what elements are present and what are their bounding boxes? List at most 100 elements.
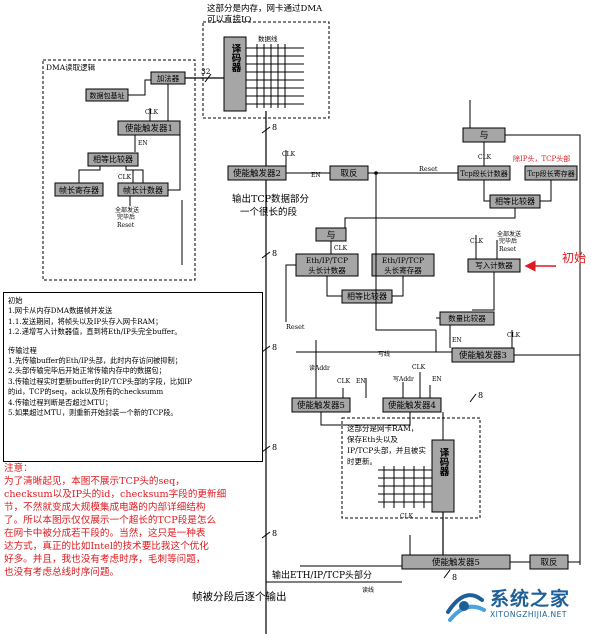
register-to-comparator-wire: [78, 166, 101, 183]
bus-width-8-d: 8: [272, 443, 277, 452]
caution-line-6: 达方式，真正的比如Intel的技术要比我这个优化: [4, 541, 209, 552]
counter-feedback-wire: [168, 128, 181, 191]
watermark-subtitle: XITONGZHIJIA.NET: [490, 610, 567, 619]
adder-label: 加法器: [157, 73, 180, 83]
packet-base-label: 数据包基址: [90, 91, 125, 100]
header-register-to-comparator-wire: [392, 276, 404, 297]
seg-counter-to-comparator-wire: [483, 180, 490, 202]
clk-ff5: CLK: [337, 378, 351, 385]
bus-width-marks: [261, 126, 271, 539]
enable-flipflop-1-label: 使能触发器1: [125, 123, 173, 134]
comparator2-to-and2-wire: [344, 208, 516, 228]
enable-flipflop-4-label: 使能触发器4: [388, 400, 436, 411]
annotation-init-line-3: 1.2.递增写入计数器值，直到将Eth/IP头完全buffer。: [8, 327, 182, 337]
eth-header-counter-line-1: Eth/IP/TCP: [306, 256, 348, 265]
output-tcp-line-1: 输出TCP数据部分: [232, 193, 309, 205]
clk-ff3: CLK: [507, 332, 521, 339]
all-sent-reset-1: 全部发送: [115, 206, 139, 214]
bus-width-8-g: 8: [452, 573, 457, 582]
clk-write-counter: CLK: [470, 238, 484, 245]
nic-ram-region: [341, 417, 481, 519]
frame-counter-label: 帧长计数器: [123, 185, 163, 195]
invert-label-2: 取反: [540, 557, 557, 568]
all-sent-reset-3: Reset: [117, 222, 135, 229]
output-eth-label: 输出ETH/IP/TCP头部分: [272, 569, 372, 581]
reset-label-1: Reset: [419, 165, 438, 173]
annotation-process-line-5: 4.传输过程判断是否超过MTU；: [8, 397, 113, 407]
annotation-process-line-2: 2.头部传输完毕后开始正常传输内存中的数据包；: [8, 366, 166, 376]
en-ff4: EN: [432, 376, 442, 383]
caution-line-5: 在网卡中被分成若干段的。当然，这只是一种表: [4, 528, 206, 539]
invert-label-1: 取反: [340, 168, 357, 179]
reset-left-wire: [285, 264, 296, 322]
clk-counter: CLK: [118, 174, 132, 181]
all-sent-reset-2: 完毕后: [117, 213, 135, 221]
read-addr-label: 读Addr: [309, 364, 330, 372]
equal-comparator-1: [87, 152, 139, 167]
ff5-bus-mark: [443, 569, 451, 579]
en-ff2: EN: [311, 172, 321, 179]
bus-width-8-f: 8: [478, 391, 483, 400]
memory-note-line-2: 可以直接IO: [207, 14, 251, 25]
ff45-wires: [315, 254, 440, 426]
enable-flipflop-3-label: 使能触发器3: [459, 350, 507, 361]
frame-output-label: 帧被分段后逐个输出: [192, 590, 287, 603]
annotation-init-line-1: 1.网卡从内存DMA数据帧并发送: [8, 306, 113, 316]
except-note: 除IP头，TCP头部: [513, 154, 570, 163]
read-line-label: 读线: [362, 586, 374, 594]
bus-width-32: 32: [201, 67, 211, 76]
watermark-logo-icon: [446, 593, 486, 622]
clk-ff5b: CLK: [400, 513, 414, 520]
junction-1: [374, 171, 378, 175]
annotation-process-heading: 传输过程: [8, 345, 37, 355]
counter-to-comparator-wire: [125, 166, 144, 183]
seg-register-to-comparator-wire: [540, 180, 552, 202]
annotation-process-line-1: 1.先传输buffer的Eth/IP头部，此时内存访问被抑制；: [8, 356, 182, 366]
tcp-seg-counter-label: Tcp段长计数器: [460, 169, 508, 178]
bus-32-mark: [204, 73, 212, 83]
nic-ram-note-1: 这部分是网卡RAM，: [347, 423, 418, 433]
frame-length-register-label: 帧长寄存器: [59, 185, 99, 195]
bus-width-8-b: 8: [272, 249, 277, 258]
nic-ram-note-3: IP/TCP头部，并且被实: [347, 445, 426, 455]
caution-note: 注意： 为了清晰起见，本图不展示TCP头的seq， checksum以及IP头的…: [4, 462, 266, 579]
decoder-1: [223, 36, 247, 112]
clk-ff1: CLK: [145, 109, 159, 116]
en-ff5: EN: [356, 378, 366, 385]
write-counter-label: 写入计数器: [475, 260, 513, 270]
bus-width-8-c: 8: [272, 343, 277, 352]
data-line-label: 数据线: [258, 34, 278, 43]
enable-flipflop-5-a-label: 使能触发器5: [297, 400, 345, 411]
enable-flipflop-2-label: 使能触发器2: [233, 168, 281, 179]
bus-width-8-a: 8: [272, 123, 277, 132]
write-line-label: 写线: [378, 350, 390, 358]
annotation-process-line-4: 的id，TCP的seq，ack以及所有的checksumm: [8, 387, 164, 397]
en-quantity: EN: [452, 337, 462, 344]
all-sent-reset-5: 完毕后: [499, 237, 517, 245]
nic-ram-note-4: 时更新。: [347, 456, 377, 466]
caution-line-8: 也没有考虑总线时序问题。: [4, 567, 120, 578]
initial-label: 初始: [562, 251, 586, 265]
decoder-2-label: 译码器: [438, 447, 451, 477]
eth-header-counter-line-2: 头长计数器: [308, 265, 346, 275]
decoder-1-data-lines: [246, 44, 304, 108]
eth-header-register-line-1: Eth/IP/TCP: [382, 256, 424, 265]
dma-region: [42, 59, 196, 281]
watermark: 系统之家 XITONGZHIJIA.NET: [442, 580, 598, 630]
write-counter-down-wire: [472, 272, 495, 311]
caution-line-2: checksum以及IP头的id，checksum字段的更新细: [4, 489, 227, 500]
memory-note-line-1: 这部分是内存，网卡通过DMA: [207, 3, 323, 14]
enable-flipflop-5-b-label: 使能触发器5: [432, 557, 480, 568]
and1-feedback-wire: [505, 134, 581, 180]
watermark-title: 系统之家: [490, 588, 571, 610]
nic-ram-note-2: 保存Eth头以及: [347, 434, 398, 444]
annotation-box: 初始 1.网卡从内存DMA数据帧并发送 1.1.发送期间，将帧头以及IP头存入网…: [3, 292, 263, 462]
equal-comparator-3-label: 相等比较器: [347, 291, 387, 301]
annotation-process-line-6: 5.如果超过MTU，则重新开始封装一个新的TCP段。: [8, 408, 178, 418]
en-ff1: EN: [138, 140, 148, 147]
output-tcp-line-2: 一个很长的段: [240, 206, 298, 218]
base-to-adder-wire: [128, 79, 151, 96]
and-gate-1-label: 与: [479, 130, 488, 141]
all-sent-reset-6: Reset: [499, 246, 517, 253]
caution-line-3: 节，不然就变成大规模集成电路的内部详细结构: [4, 502, 206, 513]
